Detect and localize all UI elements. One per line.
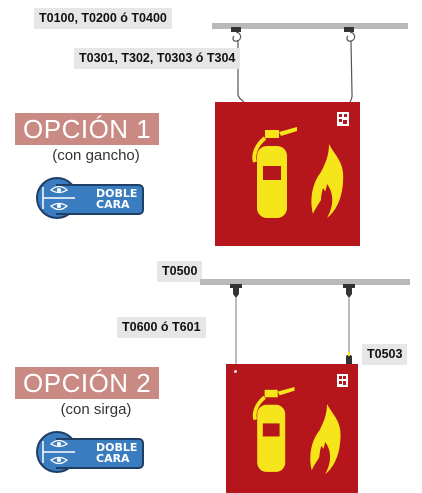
eye-icon — [42, 185, 75, 211]
option1-diagram: T0100, T0200 ó T0400 T0301, T302, T0303 … — [0, 0, 422, 246]
qr-code-icon — [337, 374, 348, 387]
option1-subtitle: (con gancho) — [52, 147, 140, 164]
option2-ceiling-rail — [200, 279, 410, 285]
option2-rail-codes-label: T0500 — [157, 261, 203, 282]
option2-cable-codes-label: T0600 ó T601 — [117, 317, 206, 338]
badge-label-line2: CARA — [96, 198, 130, 211]
option2-title: OPCIÓN 2 — [15, 367, 160, 399]
badge-tab — [56, 184, 144, 215]
qr-code-icon — [337, 112, 349, 126]
option2-fire-extinguisher-sign — [226, 364, 358, 493]
option2-tensioner — [346, 355, 352, 369]
option2-subtitle: (con sirga) — [60, 401, 132, 418]
clamp-icon — [230, 284, 355, 298]
option1-rail-codes-label: T0100, T0200 ó T0400 — [34, 8, 172, 29]
extinguisher-icon — [252, 387, 295, 472]
flame-icon — [310, 403, 341, 475]
option1-fire-extinguisher-sign — [215, 102, 360, 246]
option1-hook-codes-label: T0301, T302, T0303 ó T304 — [74, 48, 241, 69]
badge-label-line1: DOBLE — [96, 187, 138, 200]
option2-clamps-and-cables — [230, 284, 355, 374]
hanging-point-dot — [234, 370, 237, 373]
option1-double-side-badge: DOBLE CARA — [36, 177, 148, 219]
badge-label-line1: DOBLE — [96, 441, 138, 454]
option2-diagram: T0500 T0600 ó T601 T0503 — [0, 250, 422, 493]
option1-title: OPCIÓN 1 — [15, 113, 160, 145]
eye-icon — [42, 439, 75, 465]
option1-rail-clip-right — [344, 27, 354, 32]
option2-tensioner-code-label: T0503 — [362, 344, 408, 365]
badge-tab — [56, 438, 144, 469]
extinguisher-icon — [252, 127, 297, 218]
option1-ceiling-rail — [212, 23, 408, 29]
option2-double-side-badge: DOBLE CARA — [36, 431, 148, 473]
flame-icon — [311, 144, 344, 218]
option1-rail-clip-left — [231, 27, 241, 32]
badge-label-line2: CARA — [96, 452, 130, 465]
option2-tensioner-tip — [348, 352, 350, 356]
hook-icon — [232, 31, 356, 107]
